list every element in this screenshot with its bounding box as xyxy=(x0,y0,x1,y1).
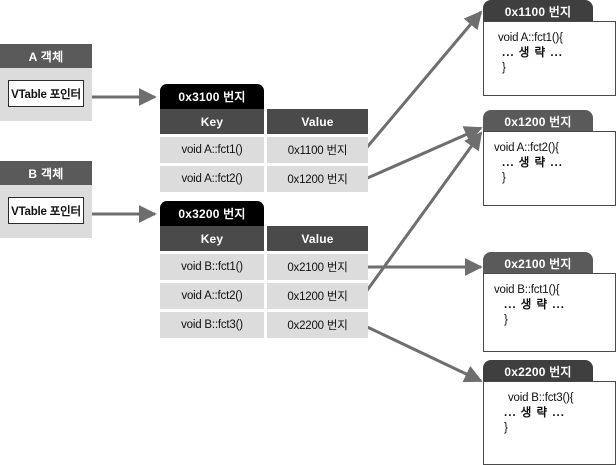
object-b-title: B 객체 xyxy=(0,161,92,185)
code-line-omitted: ... 생 략 ... xyxy=(502,157,563,169)
vtable-a-header-key: Key xyxy=(160,109,264,134)
code-block-0x1100: 0x1100 번지 void A::fct1(){ ... 생 략 ... } xyxy=(483,0,616,96)
code-block-0x1100-body: void A::fct1(){ ... 생 략 ... } xyxy=(483,21,616,96)
code-block-0x2100-body: void B::fct1(){ ... 생 략 ... } xyxy=(483,273,616,352)
code-block-0x1200-address: 0x1200 번지 xyxy=(483,110,593,132)
code-block-0x2200-body: void B::fct3(){ ... 생 략 ... } xyxy=(483,381,616,465)
vtable-b-row2-key: void B::fct3() xyxy=(160,312,264,338)
code-line-close: } xyxy=(504,422,508,434)
vtable-a-row0-value: 0x1100 번지 xyxy=(267,137,368,163)
code-line-signature: void A::fct1(){ xyxy=(498,32,563,44)
code-block-0x2200-address: 0x2200 번지 xyxy=(483,360,593,382)
vtable-a-row1-key: void A::fct2() xyxy=(160,166,264,192)
code-block-0x2100-address: 0x2100 번지 xyxy=(483,252,593,274)
code-line-signature: void B::fct1(){ xyxy=(494,284,560,296)
code-block-0x1200: 0x1200 번지 void A::fct2(){ ... 생 략 ... } xyxy=(483,110,616,206)
object-b-body: VTable 포인터 xyxy=(0,185,92,238)
code-line-omitted: ... 생 략 ... xyxy=(502,47,563,59)
vtable-b-header-value: Value xyxy=(267,226,368,251)
code-line-close: } xyxy=(502,172,506,184)
vtable-a-header-value: Value xyxy=(267,109,368,134)
code-line-signature: void A::fct2(){ xyxy=(494,142,559,154)
object-a-title: A 객체 xyxy=(0,44,92,68)
vtable-b-row1-key: void A::fct2() xyxy=(160,283,264,309)
code-block-0x2100: 0x2100 번지 void B::fct1(){ ... 생 략 ... } xyxy=(483,252,616,352)
arrow-vtableA-r2-to-code1200 xyxy=(362,126,483,182)
code-line-omitted: ... 생 략 ... xyxy=(504,299,565,311)
code-line-close: } xyxy=(502,62,506,74)
vtable-b-row2-value: 0x2200 번지 xyxy=(267,312,368,338)
vtable-b-row1-value: 0x1200 번지 xyxy=(267,283,368,309)
vtable-b-row0-value: 0x2100 번지 xyxy=(267,254,368,280)
code-line-signature: void B::fct3(){ xyxy=(508,392,574,404)
object-a-body: VTable 포인터 xyxy=(0,68,92,121)
vtable-b-address: 0x3200 번지 xyxy=(160,201,264,226)
object-box-b: B 객체 VTable 포인터 xyxy=(0,161,92,238)
vtable-a-row1-value: 0x1200 번지 xyxy=(267,166,368,192)
object-b-vtable-pointer[interactable]: VTable 포인터 xyxy=(8,197,84,224)
code-block-0x1100-address: 0x1100 번지 xyxy=(483,0,593,22)
code-line-omitted: ... 생 략 ... xyxy=(504,407,565,419)
code-block-0x1200-body: void A::fct2(){ ... 생 략 ... } xyxy=(483,131,616,206)
vtable-a-row0-key: void A::fct1() xyxy=(160,137,264,163)
object-a-vtable-pointer[interactable]: VTable 포인터 xyxy=(8,80,84,107)
vtable-b-row0-key: void B::fct1() xyxy=(160,254,264,280)
vtable-a: 0x3100 번지 Key Value void A::fct1() 0x110… xyxy=(160,84,368,194)
vtable-a-address: 0x3100 번지 xyxy=(160,84,264,109)
arrow-vtableB-r2-to-code1200 xyxy=(361,131,483,297)
code-block-0x2200: 0x2200 번지 void B::fct3(){ ... 생 략 ... } xyxy=(483,360,616,465)
code-line-close: } xyxy=(504,314,508,326)
vtable-b: 0x3200 번지 Key Value void B::fct1() 0x210… xyxy=(160,201,368,340)
arrow-vtableA-r1-to-code1100 xyxy=(361,10,483,153)
vtable-b-header-key: Key xyxy=(160,226,264,251)
object-box-a: A 객체 VTable 포인터 xyxy=(0,44,92,121)
arrow-vtableB-r3-to-code2200 xyxy=(362,323,483,383)
